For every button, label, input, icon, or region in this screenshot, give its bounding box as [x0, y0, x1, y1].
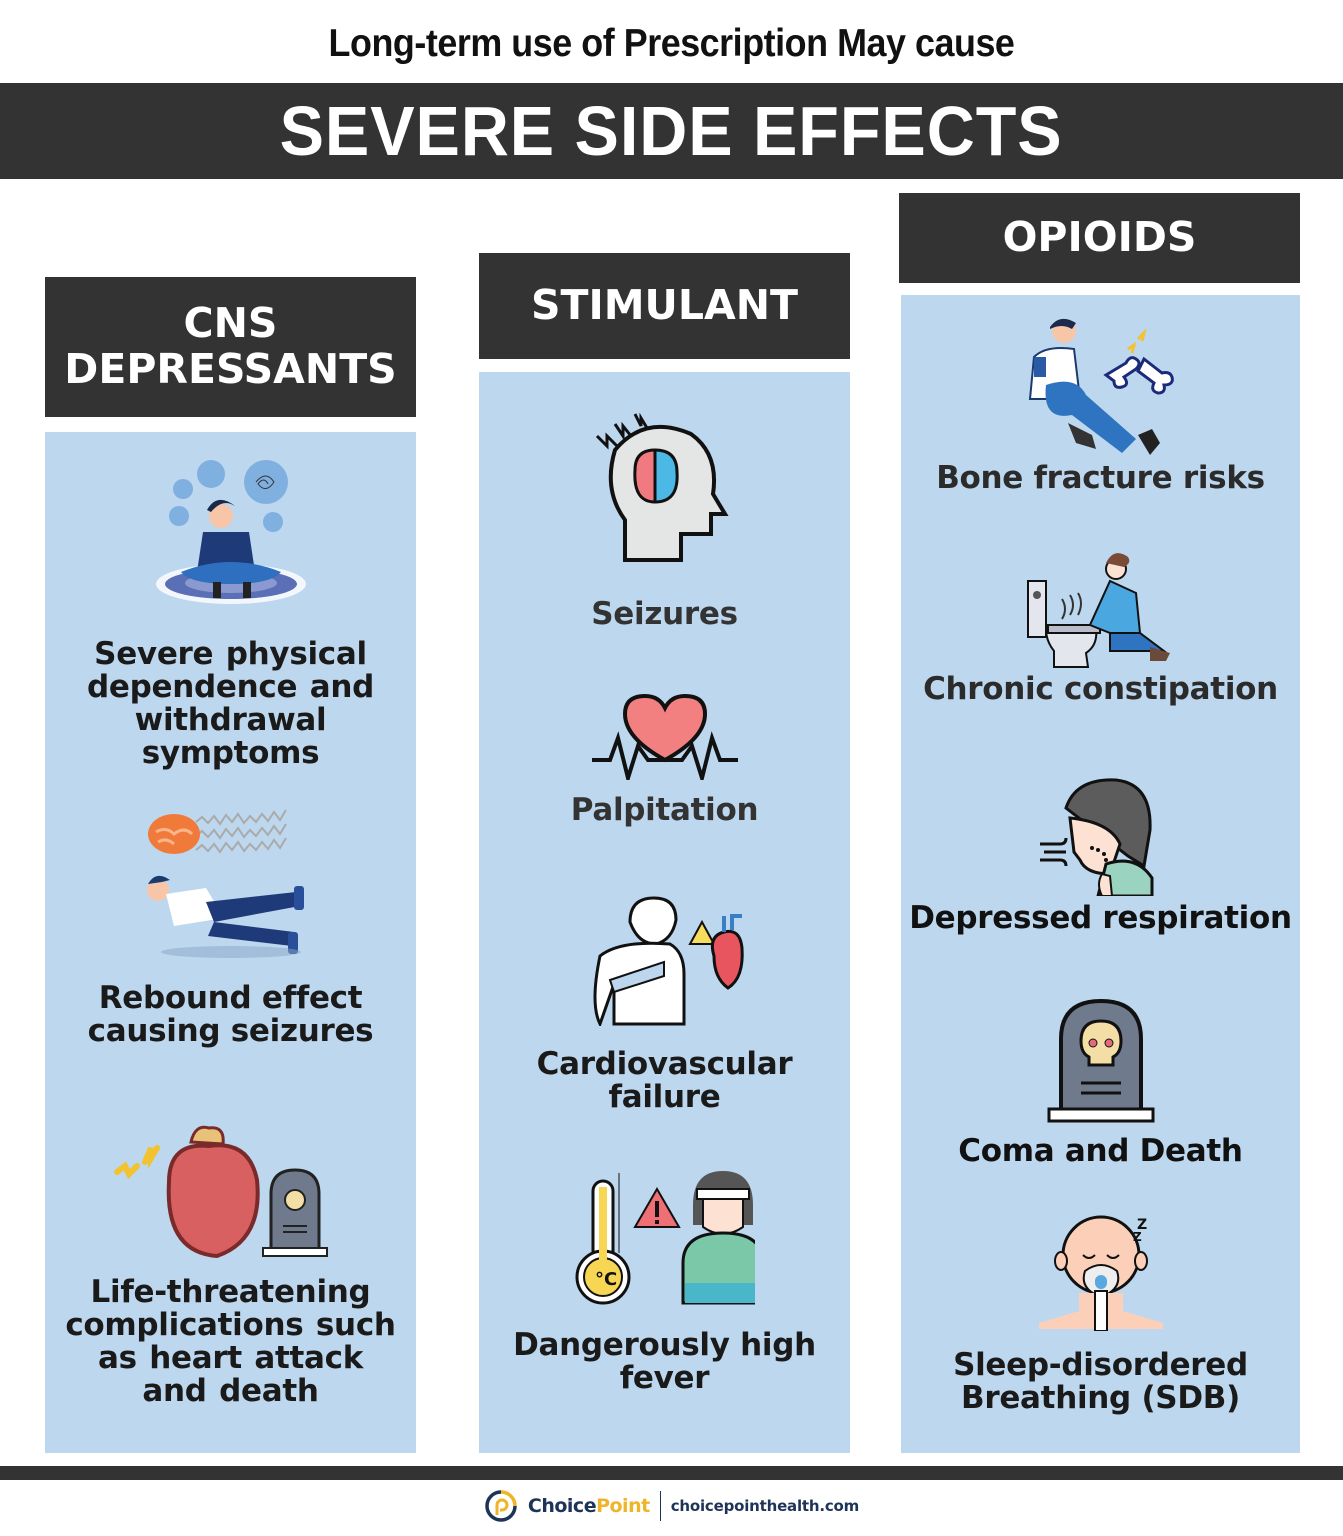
footer-separator	[659, 1491, 661, 1521]
subtitle: Long-term use of Prescription May cause	[328, 22, 1015, 65]
list-item: Seizures	[479, 410, 850, 631]
footer: ChoicePoint choicepointhealth.com	[0, 1486, 1343, 1526]
item-label: Seizures	[591, 596, 738, 632]
item-label: Coma and Death	[958, 1133, 1243, 1169]
page-title: SEVERE SIDE EFFECTS	[280, 92, 1063, 170]
item-label: Cardiovascular failure	[536, 1046, 793, 1115]
item-label: Depressed respiration	[909, 900, 1292, 936]
breathing-difficulty-icon	[1039, 778, 1153, 896]
title-banner: SEVERE SIDE EFFECTS	[0, 83, 1343, 179]
toilet-vomit-icon	[1026, 553, 1170, 668]
list-item: Life-threatening complications such as h…	[45, 1122, 416, 1407]
list-item: Cardiovascular failure	[479, 896, 850, 1114]
list-item: Coma and Death	[901, 999, 1300, 1168]
anxious-person-icon	[155, 460, 306, 604]
column-title: OPIOIDS	[1002, 213, 1197, 262]
item-label: Dangerously high fever	[513, 1327, 816, 1396]
list-item: Depressed respiration	[901, 778, 1300, 935]
brand-name-part2: Point	[596, 1495, 650, 1517]
item-label: Severe physical dependence and withdrawa…	[87, 636, 374, 771]
column-body-opioids: Bone fracture risks Chronic constipation…	[901, 295, 1300, 1453]
item-label: Rebound effect causing seizures	[87, 980, 374, 1049]
column-body-cns-depressants: Severe physical dependence and withdrawa…	[45, 432, 416, 1453]
heartbeat-icon	[591, 694, 738, 780]
list-item: °C Dangerously high fever	[479, 1167, 850, 1395]
column-title-line: CNS	[183, 299, 278, 348]
choicepoint-logo-icon	[485, 1490, 517, 1522]
column-title-line: DEPRESSANTS	[64, 345, 397, 393]
list-item: Rebound effect causing seizures	[45, 802, 416, 1048]
website-link[interactable]: choicepointhealth.com	[670, 1497, 860, 1515]
list-item: Z Z Sleep-disordered Breathing (SDB)	[901, 1215, 1300, 1415]
tombstone-skull-icon	[1047, 999, 1154, 1123]
heart-and-tombstone-icon	[113, 1125, 328, 1259]
item-label: Palpitation	[570, 792, 759, 828]
item-label: Bone fracture risks	[936, 460, 1265, 496]
item-label: Chronic constipation	[923, 671, 1278, 707]
head-brain-seizure-icon	[595, 412, 729, 562]
fever-thermometer-icon: °C	[575, 1171, 755, 1305]
list-item: Chronic constipation	[901, 549, 1300, 706]
column-header-opioids: OPIOIDS	[899, 193, 1300, 283]
broken-bone-icon	[1028, 318, 1174, 455]
list-item: Palpitation	[479, 694, 850, 827]
item-label: Life-threatening complications such as h…	[65, 1274, 396, 1409]
list-item: Severe physical dependence and withdrawa…	[45, 454, 416, 769]
list-item: Bone fracture risks	[901, 317, 1300, 495]
oxygen-mask-sleep-icon: Z Z	[1038, 1215, 1163, 1331]
brand-name-part1: Choice	[527, 1495, 597, 1517]
svg-text:Z: Z	[1133, 1230, 1142, 1244]
column-body-stimulant: Seizures Palpitation Cardiovascular fail…	[479, 372, 850, 1453]
column-title: STIMULANT	[531, 281, 798, 330]
chest-pain-heart-warning-icon	[593, 896, 744, 1026]
column-header-cns-depressants: CNS DEPRESSANTS	[45, 277, 416, 417]
brand-name[interactable]: ChoicePoint	[528, 1495, 650, 1517]
seizure-person-icon	[146, 809, 304, 958]
svg-text:°C: °C	[595, 1269, 617, 1290]
column-header-stimulant: STIMULANT	[479, 253, 850, 359]
footer-divider-bar	[0, 1466, 1343, 1480]
item-label: Sleep-disordered Breathing (SDB)	[953, 1347, 1248, 1416]
svg-text:Z: Z	[1137, 1217, 1147, 1233]
